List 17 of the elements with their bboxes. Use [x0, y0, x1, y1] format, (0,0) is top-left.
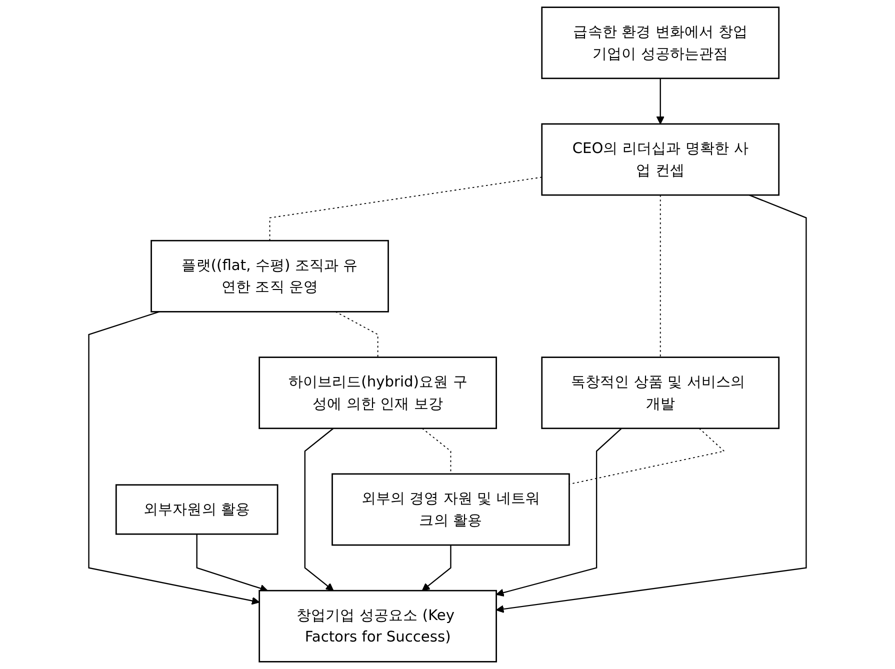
arrow [196, 534, 268, 592]
arrow [496, 194, 807, 614]
arrow [656, 78, 664, 124]
node-box: 하이브리드(hybrid)요원 구성에 의한 인재 보강 [258, 356, 497, 430]
node-box: 외부자원의 활용 [115, 484, 278, 535]
connector [660, 194, 661, 358]
arrow [422, 545, 452, 591]
arrow [496, 428, 622, 597]
node-box: CEO의 리더십과 명확한 사업 컨셉 [541, 123, 780, 196]
node-box: 창업기업 성공요소 (Key Factors for Success) [258, 590, 497, 662]
arrow [88, 311, 260, 605]
node-box: 독창적인 상품 및 서비스의 개발 [541, 356, 780, 430]
arrow [304, 428, 334, 591]
node-box: 외부의 경영 자원 및 네트워크의 활용 [332, 473, 570, 546]
connector [269, 176, 542, 242]
node-box: 급속한 환경 변화에서 창업기업이 성공하는관점 [541, 6, 780, 80]
node-box: 플랫((flat, 수평) 조직과 유연한 조직 운영 [150, 240, 389, 312]
